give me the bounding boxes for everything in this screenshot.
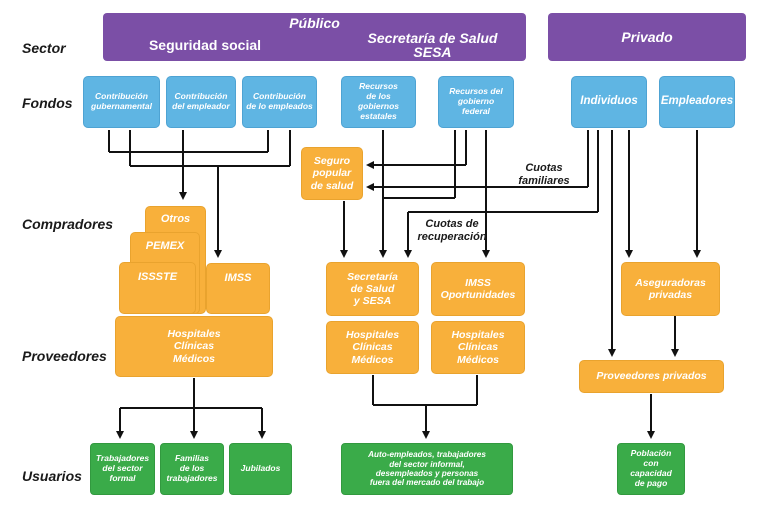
row-label-fondos: Fondos	[22, 95, 73, 111]
fondo-empleadores: Empleadores	[659, 76, 735, 128]
fondo-contribucion-gubernamental: Contribución gubernamental	[83, 76, 160, 128]
sector-publico-box	[103, 13, 526, 61]
comprador-secretaria-sesa: Secretaría de Salud y SESA	[326, 262, 419, 316]
row-label-compradores: Compradores	[22, 216, 114, 232]
row-label-proveedores: Proveedores	[22, 348, 107, 364]
fondo-recursos-estatales: Recursos de los gobiernos estatales	[341, 76, 416, 128]
fondo-recursos-federal: Recursos del gobierno federal	[438, 76, 514, 128]
label-cuotas-familiares: Cuotas familiares	[518, 162, 570, 187]
usuario-jubilados: Jubilados	[229, 443, 292, 495]
usuario-poblacion-capacidad-pago: Población con capacidad de pago	[617, 443, 685, 495]
comprador-imss: IMSS	[206, 263, 270, 314]
comprador-imss-oportunidades: IMSS Oportunidades	[431, 262, 525, 316]
proveedor-privados: Proveedores privados	[579, 360, 724, 393]
row-label-sector: Sector	[22, 40, 66, 56]
usuario-autoempleados: Auto-empleados, trabajadores del sector …	[341, 443, 513, 495]
comprador-seguro-popular: Seguro popular de salud	[301, 147, 363, 200]
fondo-contribucion-empleador: Contribución del empleador	[166, 76, 236, 128]
proveedor-hospitales-imss-oportunidades: Hospitales Clínicas Médicos	[431, 321, 525, 374]
label-cuotas-recuperacion: Cuotas de recuperación	[417, 218, 487, 243]
sector-publico-label: Público	[289, 14, 340, 31]
proveedor-hospitales-seguridad-social: Hospitales Clínicas Médicos	[115, 316, 273, 377]
fondo-contribucion-empleados: Contribución de lo empleados	[242, 76, 317, 128]
sector-seguridad-social-label: Seguridad social	[148, 36, 262, 53]
comprador-aseguradoras-privadas: Aseguradoras privadas	[621, 262, 720, 316]
usuario-trabajadores-formal: Trabajadores del sector formal	[90, 443, 155, 495]
fondo-individuos: Individuos	[571, 76, 647, 128]
comprador-issste: ISSSTE	[119, 262, 196, 314]
usuario-familias-trabajadores: Familias de los trabajadores	[160, 443, 224, 495]
row-label-usuarios: Usuarios	[22, 468, 82, 484]
sector-secretaria-label: Secretaría de Salud SESA	[367, 30, 498, 60]
proveedor-hospitales-secretaria: Hospitales Clínicas Médicos	[326, 321, 419, 374]
sector-privado-box: Privado	[548, 13, 746, 61]
